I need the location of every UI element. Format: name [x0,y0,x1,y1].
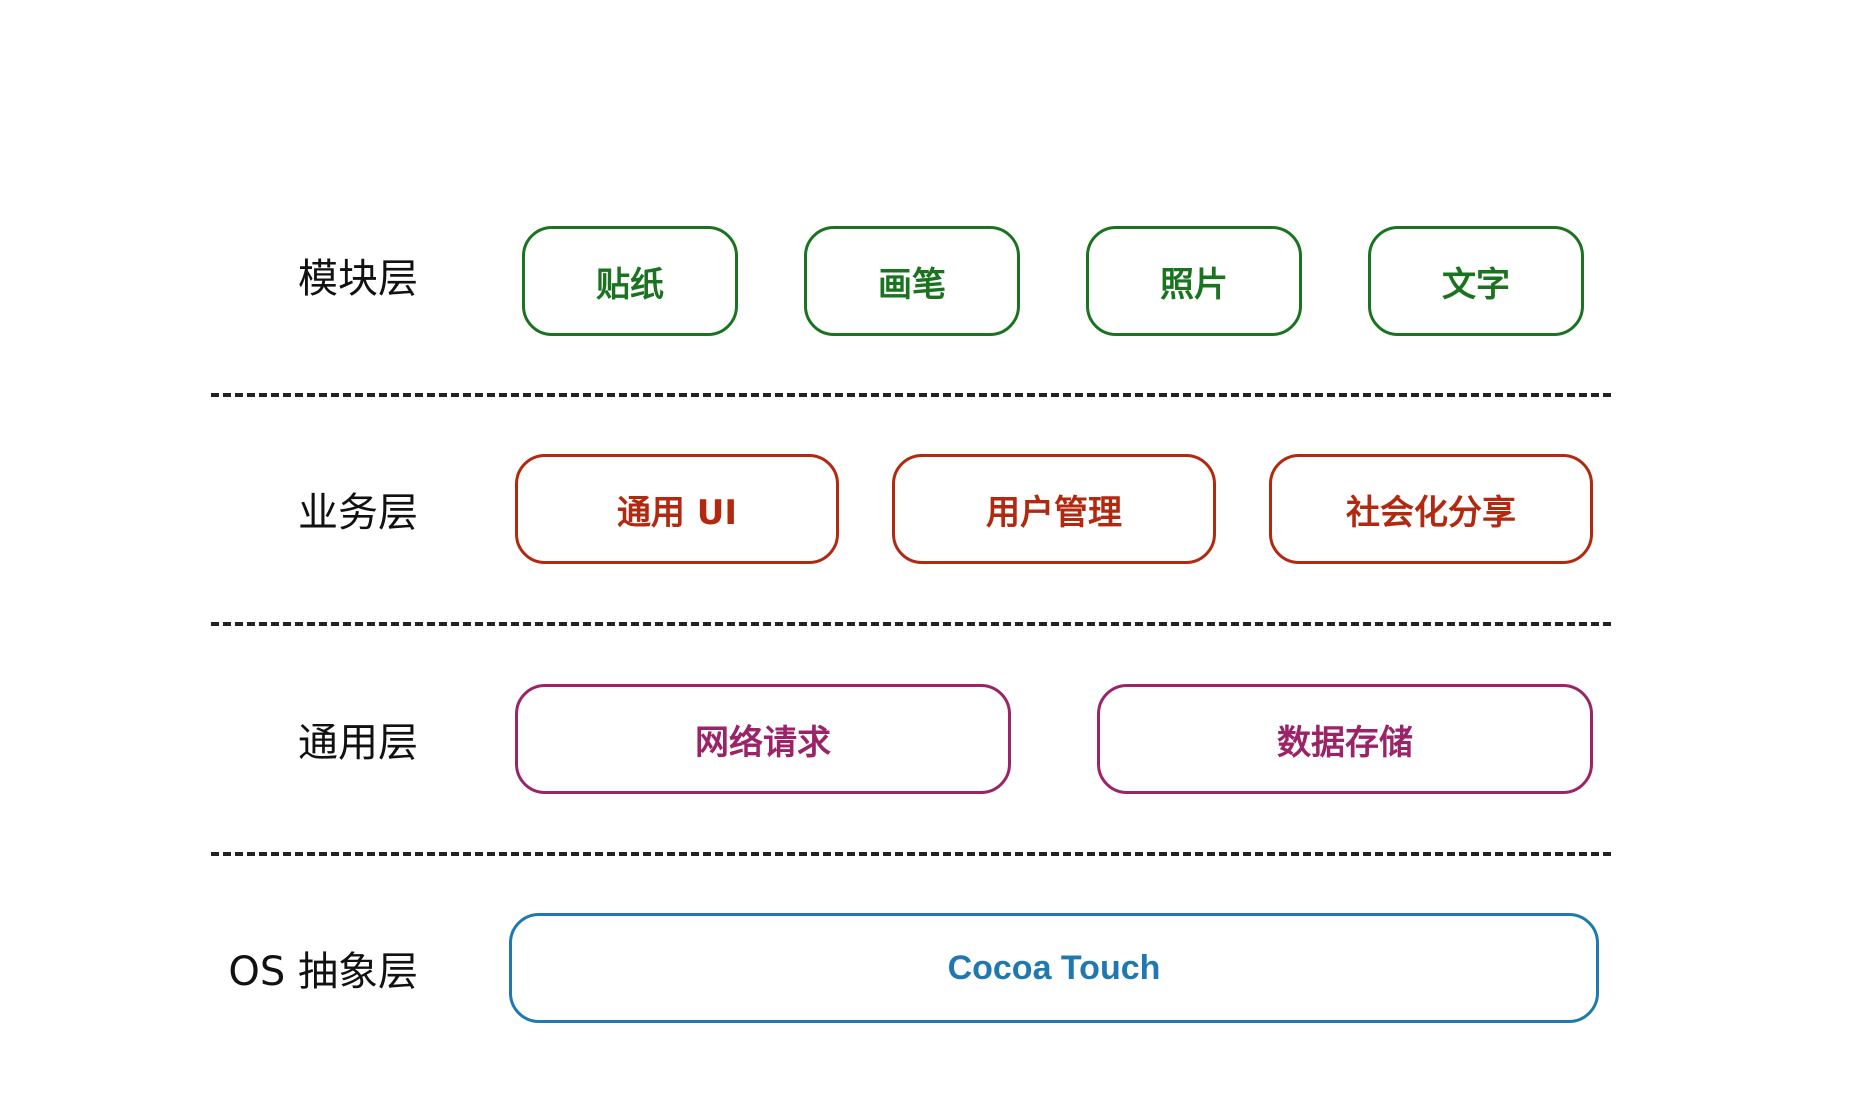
module-box-photo: 照片 [1086,226,1302,336]
layer-label-business: 业务层 [298,490,418,536]
layer-label-os: OS 抽象层 [228,949,418,995]
business-box-user-management: 用户管理 [892,454,1216,564]
business-box-social-share: 社会化分享 [1269,454,1593,564]
layer-divider [211,622,1611,626]
os-box-cocoa-touch: Cocoa Touch [509,913,1599,1023]
business-box-common-ui: 通用 UI [515,454,839,564]
module-box-brush: 画笔 [804,226,1020,336]
layer-label-module: 模块层 [298,256,418,302]
module-box-sticker: 贴纸 [522,226,738,336]
common-box-network-request: 网络请求 [515,684,1011,794]
module-box-text: 文字 [1368,226,1584,336]
layer-divider [211,852,1611,856]
layer-divider [211,393,1611,397]
layer-label-common: 通用层 [298,720,418,766]
common-box-data-storage: 数据存储 [1097,684,1593,794]
